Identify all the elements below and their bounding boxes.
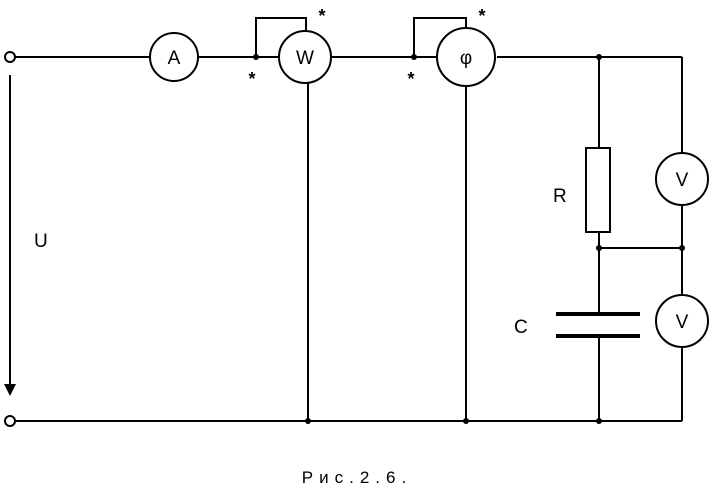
ammeter [149,32,199,82]
figure-caption: Рис.2.6. [302,468,412,487]
input-terminal-top [4,51,16,63]
source-voltage-label: U [34,231,48,252]
wattmeter-voltage-mark: * [318,6,325,26]
voltmeter-capacitor-label: V [676,312,689,333]
phase-meter-voltage-mark: * [478,6,485,26]
phase-meter-current-mark: * [407,69,414,89]
phase-meter-label: φ [460,48,472,69]
capacitor [556,312,640,338]
input-terminal-bottom [4,415,16,427]
junction [305,418,311,424]
voltmeter-resistor-label: V [676,170,689,191]
wattmeter-label: W [296,48,314,69]
junction [463,418,469,424]
wattmeter [278,30,332,84]
source-voltage-arrow [4,75,16,396]
resistor [585,147,611,233]
wattmeter-current-mark: * [248,69,255,89]
phase-meter-voltage-coil [411,17,467,60]
junction [679,245,685,251]
junction [596,418,602,424]
wattmeter-voltage-coil [253,17,307,60]
resistor-label: R [553,186,567,207]
ammeter-label: A [168,48,181,69]
capacitor-label: C [514,317,528,338]
